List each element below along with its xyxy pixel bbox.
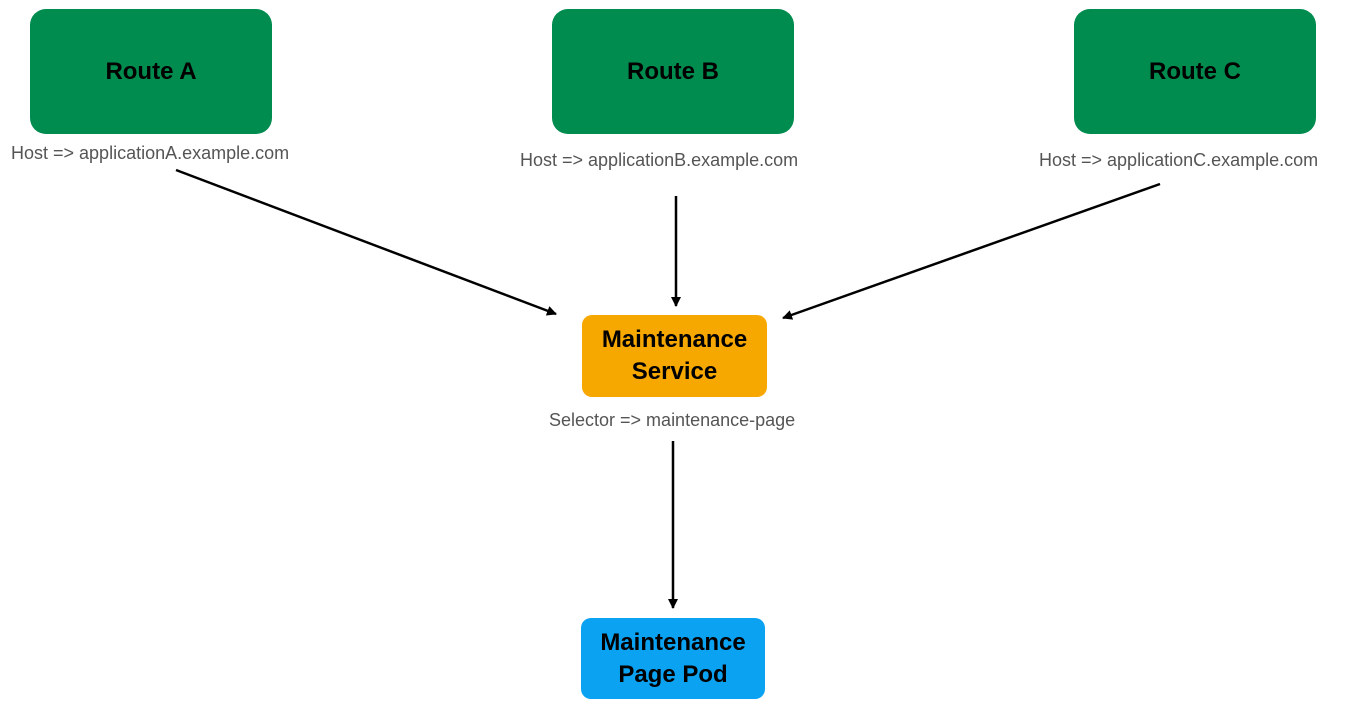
route-a-host-caption: Host => applicationA.example.com <box>11 143 290 163</box>
maintenance-service-line2: Service <box>631 358 718 385</box>
route-c-host-caption: Host => applicationC.example.com <box>1039 150 1319 170</box>
route-c-label: Route C <box>1149 57 1241 85</box>
route-b-host-caption: Host => applicationB.example.com <box>520 150 799 170</box>
route-b-label: Route B <box>627 57 719 85</box>
route-a-label: Route A <box>105 57 197 85</box>
maintenance-pod-line2: Page Pod <box>618 660 728 688</box>
arrow-route-a-to-service <box>175 168 557 316</box>
maintenance-service-box: Maintenance Service <box>582 315 767 397</box>
route-b-box: Route B <box>552 9 794 134</box>
arrow-route-c-to-service <box>782 182 1161 320</box>
service-selector-caption: Selector => maintenance-page <box>549 410 796 430</box>
route-a-box: Route A <box>30 9 272 134</box>
route-c-box: Route C <box>1074 9 1316 134</box>
maintenance-pod-line1: Maintenance <box>600 628 746 656</box>
maintenance-page-pod-box: Maintenance Page Pod <box>581 618 765 699</box>
maintenance-service-line1: Maintenance <box>601 326 748 353</box>
